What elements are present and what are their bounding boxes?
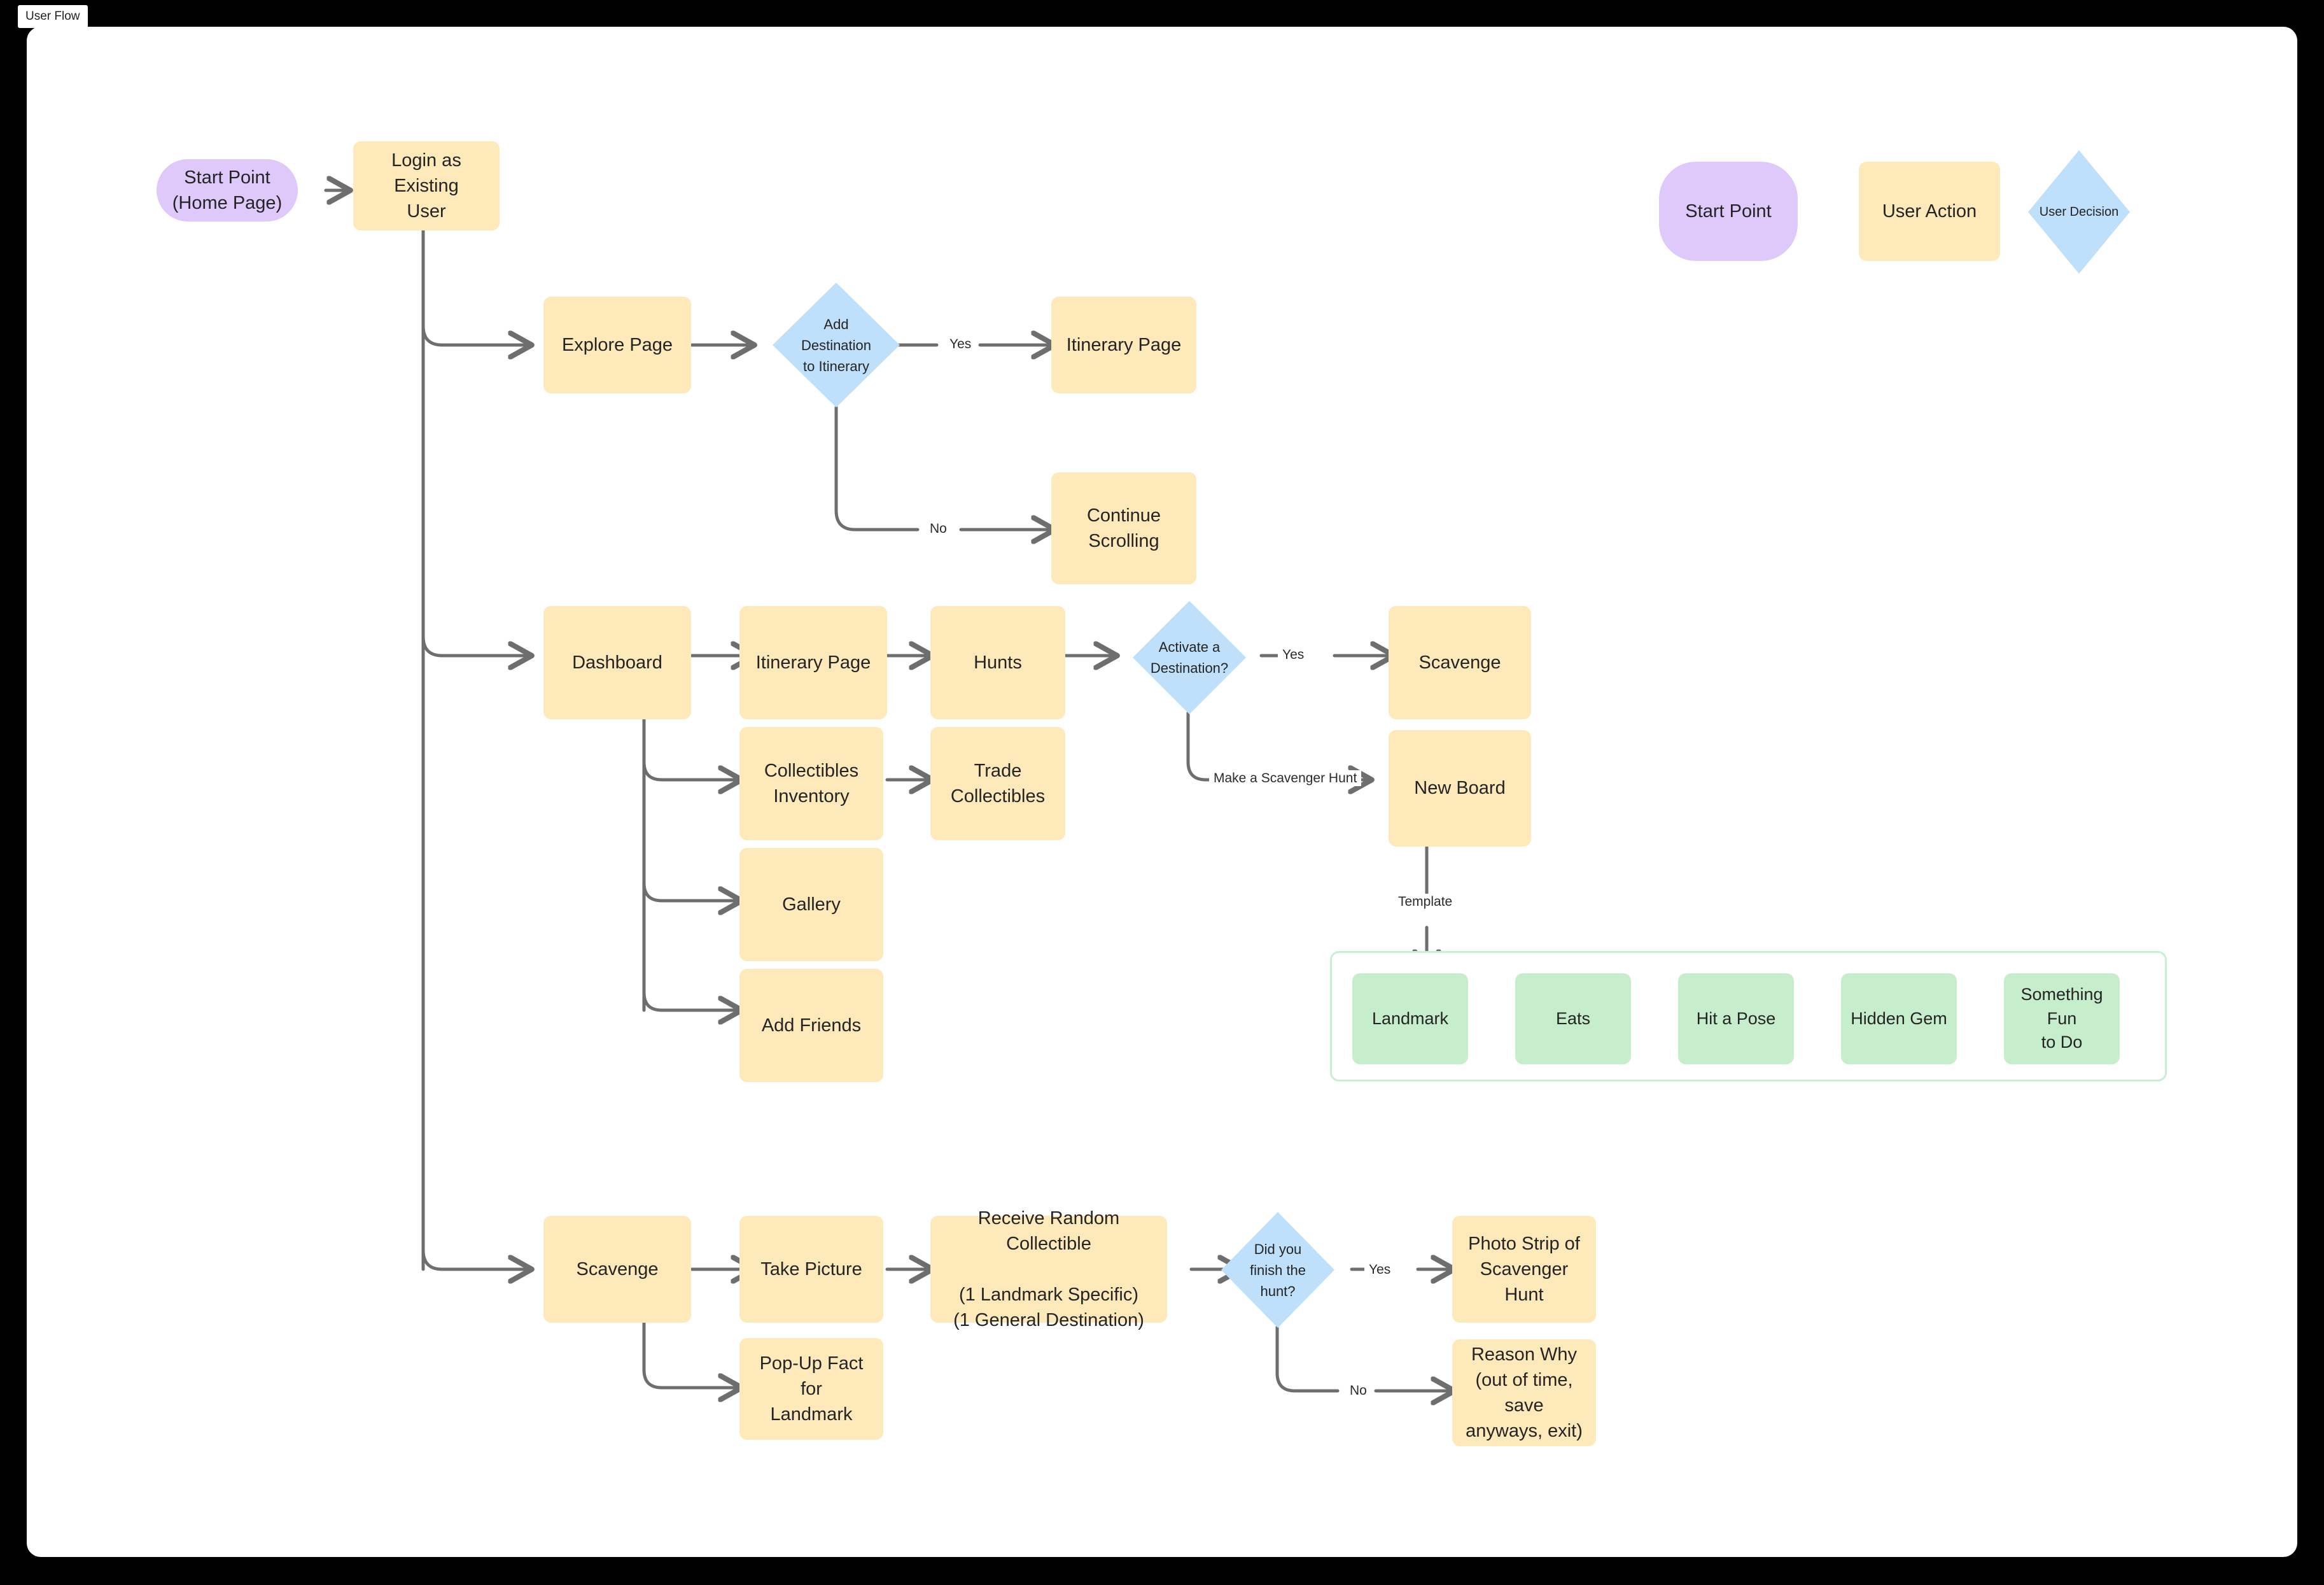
node-collectibles-inventory[interactable]: Collectibles Inventory — [739, 727, 883, 840]
edge-login-to-explore — [421, 324, 529, 345]
legend-user-decision-label: User Decision — [2039, 205, 2119, 219]
node-continue-scrolling[interactable]: Continue Scrolling — [1051, 472, 1196, 584]
node-itinerary-page-top[interactable]: Itinerary Page — [1051, 297, 1196, 393]
flow-canvas[interactable]: Start Point User Action User Decision St… — [27, 27, 2297, 1557]
board-tab-label[interactable]: User Flow — [18, 5, 88, 28]
node-reason-why[interactable]: Reason Why (out of time, save anyways, e… — [1452, 1339, 1596, 1446]
edge-label-make-scavenger-hunt: Make a Scavenger Hunt — [1209, 770, 1362, 787]
legend-user-action: User Action — [1859, 162, 2000, 261]
edge-activate-hunt-elbow — [1186, 711, 1219, 782]
edge-label-finish-hunt-no: No — [1345, 1383, 1371, 1399]
edge-login-to-scavenge — [421, 1248, 529, 1269]
node-trade-collectibles[interactable]: Trade Collectibles — [930, 727, 1065, 840]
edge-login-to-dashboard — [421, 635, 529, 656]
template-card-something-fun-to-do[interactable]: Something Fun to Do — [2004, 973, 2120, 1064]
edge-label-template: Template — [1394, 894, 1457, 910]
template-card-landmark[interactable]: Landmark — [1352, 973, 1468, 1064]
node-add-friends[interactable]: Add Friends — [739, 969, 883, 1082]
node-decision-finish-hunt[interactable]: Did you finish the hunt? — [1221, 1212, 1334, 1328]
node-hunts[interactable]: Hunts — [930, 606, 1065, 719]
edge-label-add-destination-no: No — [925, 521, 951, 537]
template-card-hit-a-pose[interactable]: Hit a Pose — [1678, 973, 1794, 1064]
edge-label-activate-yes: Yes — [1278, 647, 1309, 663]
edge-decision-no-elbow — [834, 405, 920, 532]
edge-scavenge-to-popupfact — [642, 1307, 739, 1388]
template-group-container[interactable]: Landmark Eats Hit a Pose Hidden Gem Some… — [1330, 951, 2167, 1081]
legend-start-point: Start Point — [1659, 162, 1798, 261]
node-receive-random-collectible[interactable]: Receive Random Collectible (1 Landmark S… — [930, 1208, 1167, 1330]
node-decision-add-destination[interactable]: Add Destination to Itinerary — [773, 283, 900, 407]
template-card-hidden-gem[interactable]: Hidden Gem — [1841, 973, 1957, 1064]
edge-dashboard-to-gallery — [642, 881, 739, 901]
edge-finish-no-elbow — [1275, 1325, 1340, 1393]
node-scavenge-bottom[interactable]: Scavenge — [543, 1216, 691, 1323]
node-decision-activate-destination[interactable]: Activate a Destination? — [1133, 601, 1246, 714]
node-dashboard[interactable]: Dashboard — [543, 606, 691, 719]
edge-dashboard-to-addfriends — [642, 990, 739, 1010]
node-explore-page[interactable]: Explore Page — [543, 297, 691, 393]
node-decision-activate-destination-label: Activate a Destination? — [1150, 639, 1229, 676]
node-take-picture[interactable]: Take Picture — [739, 1216, 883, 1323]
node-decision-add-destination-label: Add Destination to Itinerary — [801, 316, 872, 374]
node-gallery[interactable]: Gallery — [739, 848, 883, 961]
node-scavenge-mid[interactable]: Scavenge — [1389, 606, 1531, 719]
node-start-point[interactable]: Start Point (Home Page) — [157, 159, 298, 222]
node-new-board[interactable]: New Board — [1389, 730, 1531, 847]
node-pop-up-fact-for-landmark[interactable]: Pop-Up Fact for Landmark — [739, 1338, 883, 1440]
edge-label-finish-hunt-yes: Yes — [1364, 1262, 1396, 1278]
node-login-as-existing-user[interactable]: Login as Existing User — [353, 141, 500, 230]
edge-label-add-destination-yes: Yes — [945, 336, 976, 353]
legend-user-decision: User Decision — [2028, 150, 2130, 274]
node-decision-finish-hunt-label: Did you finish the hunt? — [1249, 1241, 1306, 1299]
template-card-eats[interactable]: Eats — [1515, 973, 1631, 1064]
node-itinerary-page-mid[interactable]: Itinerary Page — [739, 606, 887, 719]
node-photo-strip-of-scavenger-hunt[interactable]: Photo Strip of Scavenger Hunt — [1452, 1216, 1596, 1323]
edge-dashboard-to-collectibles — [642, 760, 739, 780]
